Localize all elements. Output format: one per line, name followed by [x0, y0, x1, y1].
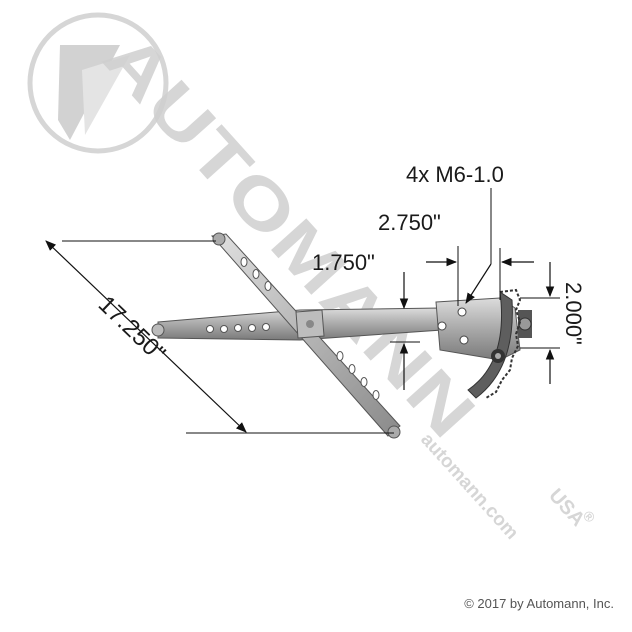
dimension-arm-offset — [390, 272, 420, 390]
dimension-label-arm-offset: 1.750" — [312, 250, 375, 275]
dimension-label-mount-spacing-h: 2.750" — [378, 210, 441, 235]
dimension-overall-length — [45, 240, 394, 434]
watermark-brand-text: AUTOMANN — [89, 19, 491, 454]
dimension-label-mount-spacing-v: 2.000" — [561, 282, 586, 345]
callout-fasteners — [465, 188, 492, 304]
watermark-website-text: automann.com — [416, 429, 522, 543]
watermark-logo — [27, 12, 169, 154]
callout-label-fasteners: 4x M6-1.0 — [406, 162, 504, 187]
dimension-mount-spacing-v — [520, 262, 560, 384]
watermark-suffix-text: USA — [544, 485, 589, 531]
copyright-notice: © 2017 by Automann, Inc. — [464, 596, 614, 611]
dimension-mount-spacing-h — [426, 246, 534, 306]
